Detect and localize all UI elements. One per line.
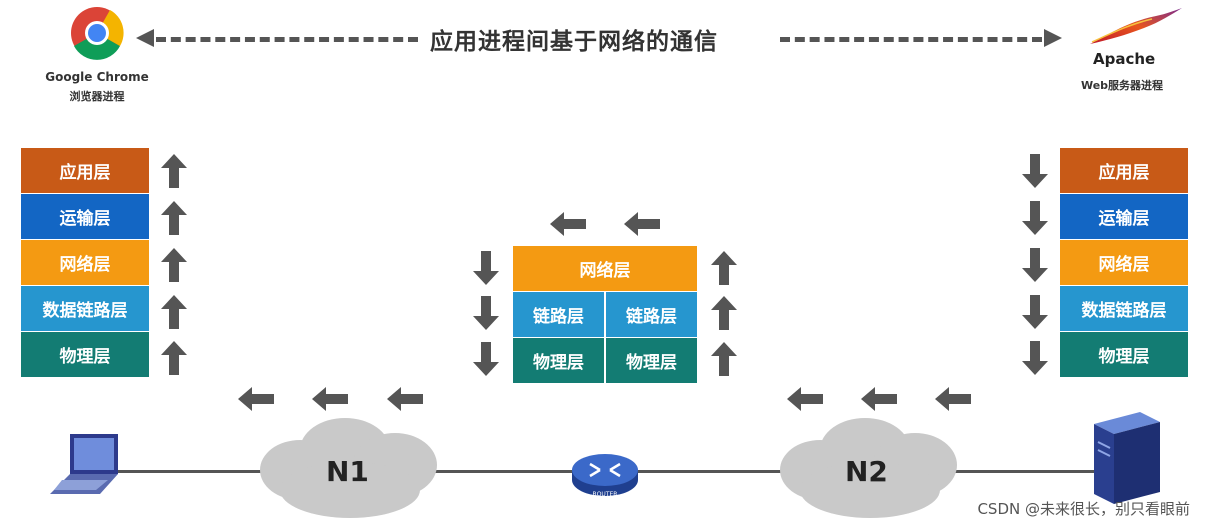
left-arrow-icon xyxy=(624,212,660,236)
up-arrow-icon xyxy=(161,201,187,235)
server-physical-layer: 物理层 xyxy=(1060,332,1188,377)
left-arrowhead xyxy=(136,29,154,47)
up-arrow-icon xyxy=(161,154,187,188)
down-arrow-icon xyxy=(1022,295,1048,329)
router-icon: ROUTER xyxy=(572,454,638,498)
router-physical-layer-in: 物理层 xyxy=(513,338,604,383)
up-arrow-icon xyxy=(711,342,737,376)
watermark: CSDN @未来很长，别只看眼前 xyxy=(977,500,1190,518)
server-process-label: Web服务器进程 xyxy=(1080,79,1164,92)
network-cloud-n2 xyxy=(780,418,957,518)
chrome-logo xyxy=(70,6,124,60)
down-arrow-icon xyxy=(473,342,499,376)
diagram-title: 应用进程间基于网络的通信 xyxy=(430,29,718,55)
router-device-label: ROUTER xyxy=(593,491,618,498)
router-protocol-stack: 网络层 链路层 链路层 物理层 物理层 xyxy=(513,246,697,384)
title-dash-left xyxy=(156,37,418,42)
left-arrow-icon xyxy=(550,212,586,236)
client-transport-layer: 运输层 xyxy=(21,194,149,239)
up-arrow-icon xyxy=(161,248,187,282)
up-arrow-icon xyxy=(711,251,737,285)
client-app-name: Google Chrome xyxy=(45,70,149,84)
client-application-layer: 应用层 xyxy=(21,148,149,193)
laptop-icon xyxy=(50,434,118,494)
router-link-layer-out: 链路层 xyxy=(606,292,697,337)
left-arrow-icon xyxy=(935,387,971,411)
network-label-n2: N2 xyxy=(845,455,888,488)
client-physical-layer: 物理层 xyxy=(21,332,149,377)
up-arrow-icon xyxy=(711,296,737,330)
left-arrow-icon xyxy=(238,387,274,411)
server-datalink-layer: 数据链路层 xyxy=(1060,286,1188,331)
server-icon xyxy=(1094,412,1160,504)
left-arrow-icon xyxy=(787,387,823,411)
left-arrow-icon xyxy=(312,387,348,411)
client-process-label: 浏览器进程 xyxy=(69,90,125,103)
title-dash-right xyxy=(780,37,1042,42)
down-arrow-icon xyxy=(473,296,499,330)
client-network-layer: 网络层 xyxy=(21,240,149,285)
server-app-name: Apache xyxy=(1093,50,1156,68)
up-arrow-icon xyxy=(161,295,187,329)
down-arrow-icon xyxy=(1022,248,1048,282)
chrome-icon xyxy=(71,7,124,60)
apache-feather-icon xyxy=(1090,8,1182,44)
router-link-layer-in: 链路层 xyxy=(513,292,604,337)
router-physical-layer-out: 物理层 xyxy=(606,338,697,383)
server-application-layer: 应用层 xyxy=(1060,148,1188,193)
router-network-layer: 网络层 xyxy=(513,246,697,291)
client-datalink-layer: 数据链路层 xyxy=(21,286,149,331)
down-arrow-icon xyxy=(1022,154,1048,188)
down-arrow-icon xyxy=(1022,341,1048,375)
down-arrow-icon xyxy=(473,251,499,285)
left-arrow-icon xyxy=(861,387,897,411)
down-arrow-icon xyxy=(1022,201,1048,235)
up-arrow-icon xyxy=(161,341,187,375)
client-protocol-stack: 应用层 运输层 网络层 数据链路层 物理层 xyxy=(21,148,149,378)
network-cloud-n1 xyxy=(260,418,437,518)
server-network-layer: 网络层 xyxy=(1060,240,1188,285)
server-transport-layer: 运输层 xyxy=(1060,194,1188,239)
left-arrow-icon xyxy=(387,387,423,411)
server-protocol-stack: 应用层 运输层 网络层 数据链路层 物理层 xyxy=(1060,148,1188,378)
network-label-n1: N1 xyxy=(326,455,369,488)
right-arrowhead xyxy=(1044,29,1062,47)
